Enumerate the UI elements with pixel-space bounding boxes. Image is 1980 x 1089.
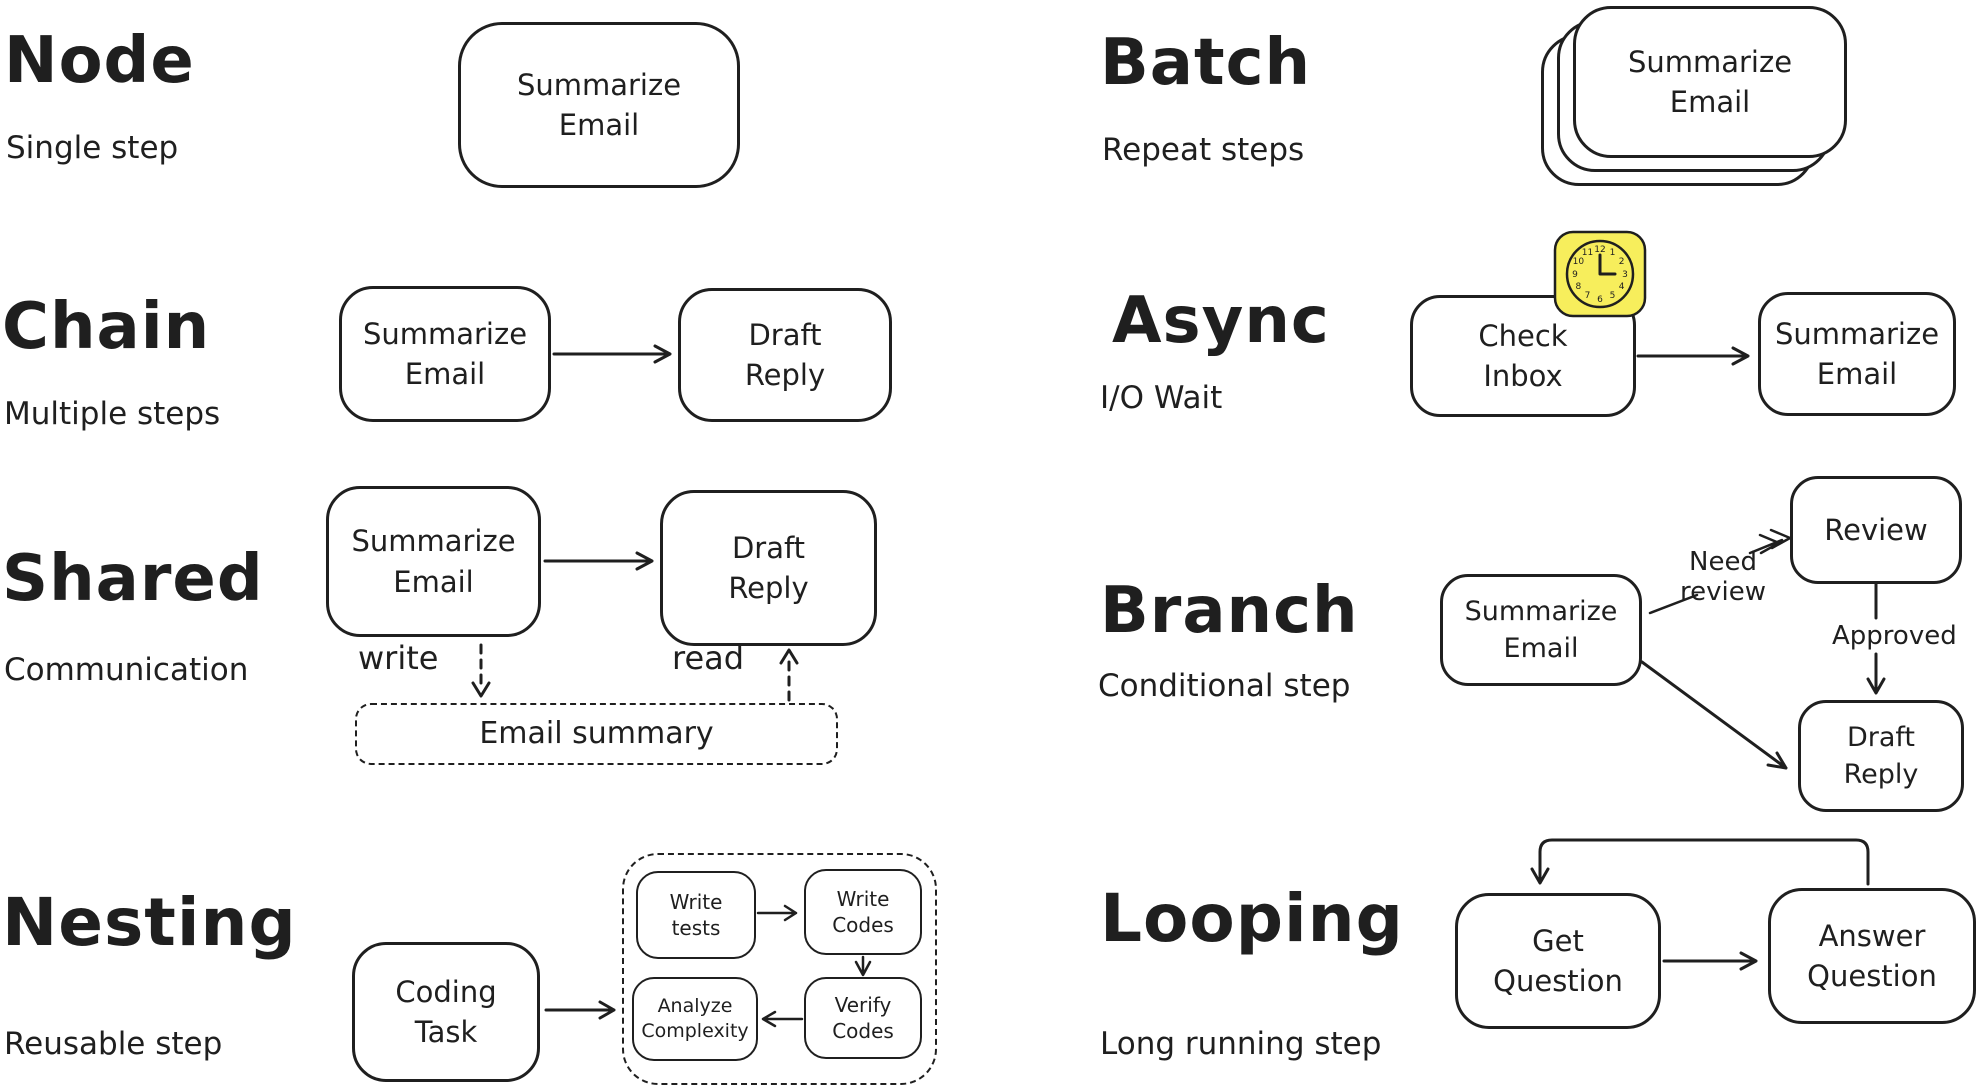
- branch-box-review: Review: [1790, 476, 1962, 584]
- section-subtitle-looping: Long running step: [1100, 1026, 1382, 1062]
- nesting-flow-container: [622, 853, 937, 1085]
- loop-back-arrow: [1530, 838, 1870, 886]
- nesting-box-write-tests: Write tests: [636, 871, 756, 959]
- section-title-branch: Branch: [1100, 574, 1359, 648]
- read-edge-label: read: [672, 639, 745, 677]
- node-box-summarize-email: Summarize Email: [458, 22, 740, 188]
- svg-text:5: 5: [1610, 291, 1616, 301]
- section-subtitle-nesting: Reusable step: [4, 1026, 223, 1062]
- branch-direct-arrow: [1640, 660, 1788, 770]
- nesting-box-coding-task: Coding Task: [352, 942, 540, 1082]
- section-subtitle-branch: Conditional step: [1098, 668, 1351, 704]
- shared-box-draft-reply: Draft Reply: [660, 490, 877, 646]
- section-title-batch: Batch: [1100, 26, 1312, 100]
- write-arrow-head: [471, 681, 491, 698]
- need-review-edge-label: Need review: [1680, 547, 1766, 607]
- chain-arrow: [552, 344, 672, 364]
- async-box-summarize-email: Summarize Email: [1758, 292, 1956, 416]
- svg-text:6: 6: [1597, 295, 1603, 305]
- branch-box-draft-reply: Draft Reply: [1798, 700, 1964, 812]
- nesting-box-write-codes: Write Codes: [804, 869, 922, 955]
- svg-text:2: 2: [1619, 257, 1625, 267]
- chain-box-summarize-email: Summarize Email: [339, 286, 551, 422]
- section-subtitle-node: Single step: [6, 130, 179, 166]
- svg-text:7: 7: [1585, 291, 1591, 301]
- section-title-looping: Looping: [1100, 880, 1404, 957]
- branch-box-summarize-email: Summarize Email: [1440, 574, 1642, 686]
- shared-store-email-summary: Email summary: [355, 703, 838, 765]
- looping-box-answer-question: Answer Question: [1768, 888, 1976, 1024]
- node-box-label: Summarize Email: [516, 67, 682, 142]
- section-title-chain: Chain: [2, 290, 211, 364]
- svg-text:11: 11: [1582, 248, 1593, 258]
- get-to-answer-arrow: [1662, 951, 1758, 971]
- section-title-nesting: Nesting: [2, 884, 297, 961]
- write-edge-label: write: [358, 639, 439, 677]
- async-arrow: [1636, 346, 1750, 366]
- approved-edge-label: Approved: [1832, 621, 1957, 651]
- svg-text:12: 12: [1594, 245, 1605, 255]
- svg-text:8: 8: [1576, 282, 1582, 292]
- chain-box-draft-reply: Draft Reply: [678, 288, 892, 422]
- section-subtitle-shared: Communication: [4, 652, 249, 688]
- section-subtitle-async: I/O Wait: [1100, 380, 1223, 416]
- section-subtitle-chain: Multiple steps: [4, 396, 221, 432]
- svg-text:1: 1: [1610, 248, 1616, 258]
- section-title-shared: Shared: [2, 542, 264, 616]
- clock-hands: [1598, 253, 1617, 276]
- shared-box-summarize-email: Summarize Email: [326, 486, 541, 637]
- section-title-async: Async: [1112, 284, 1330, 358]
- svg-text:10: 10: [1573, 257, 1585, 267]
- looping-box-get-question: Get Question: [1455, 893, 1661, 1029]
- nesting-box-verify-codes: Verify Codes: [804, 977, 922, 1059]
- nesting-main-arrow: [544, 1000, 616, 1020]
- shared-arrow: [543, 551, 654, 571]
- batch-card-front-summarize-email: Summarize Email: [1573, 6, 1847, 158]
- svg-text:9: 9: [1572, 270, 1578, 280]
- clock-icon: 12 1 2 3 4 5 6 7 8 9 10 11: [1553, 230, 1647, 322]
- nesting-box-analyze-complexity: Analyze Complexity: [632, 977, 758, 1061]
- section-subtitle-batch: Repeat steps: [1102, 132, 1305, 168]
- read-arrow-head: [779, 648, 799, 665]
- svg-text:4: 4: [1619, 282, 1625, 292]
- section-title-node: Node: [4, 24, 195, 98]
- svg-text:3: 3: [1622, 270, 1628, 280]
